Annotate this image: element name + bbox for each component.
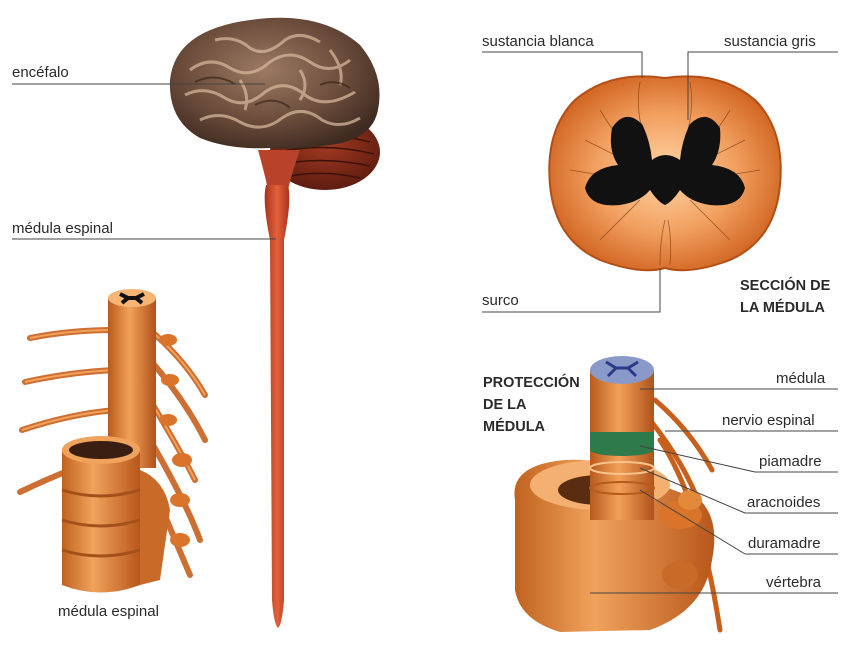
pia-label: piamadre [759,453,822,470]
white-matter-label: sustancia blanca [482,33,594,50]
protection-illustration [514,356,720,632]
cord-cross-section [549,76,780,270]
groove-label-group: surco [482,268,660,312]
cord-label-group: médula espinal [12,220,276,239]
white-matter-leader-line [482,52,642,78]
column-caption: médula espinal [58,603,159,620]
groove-label: surco [482,292,519,309]
protection-heading-line2: DE LA [483,397,527,413]
brain-label: encéfalo [12,64,69,81]
white-matter-label-group: sustancia blanca [482,33,642,78]
section-heading-line1: SECCIÓN DE [740,276,831,294]
cord-label: médula espinal [12,220,113,237]
dura-label: duramadre [748,535,821,552]
arachnoid-label: aracnoides [747,494,820,511]
vertebral-column-illustration [20,289,205,593]
gray-matter-label: sustancia gris [724,33,816,50]
section-heading-line2: LA MÉDULA [740,299,825,316]
protection-heading-line1: PROTECCIÓN [483,373,580,391]
cord-part-label: médula [776,370,826,387]
spinal-nerve-label: nervio espinal [722,412,815,429]
protection-heading-line3: MÉDULA [483,418,546,435]
vertebra-label: vértebra [766,574,822,591]
